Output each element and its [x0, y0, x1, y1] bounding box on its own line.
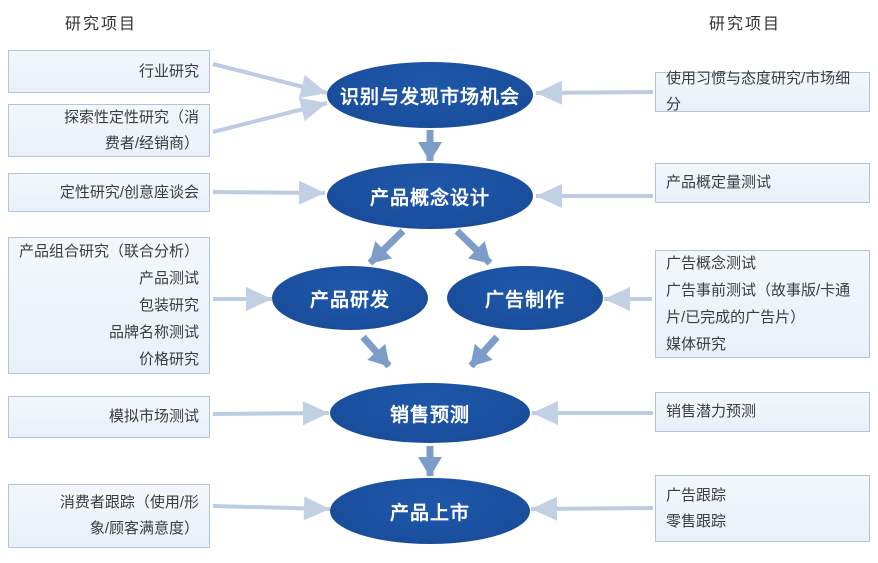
arrow-simtest-to-forecast — [212, 401, 330, 426]
arrow-qualitative-to-concept — [212, 180, 326, 205]
arrow-development-to-forecast — [360, 334, 392, 369]
stage-product-launch: 产品上市 — [330, 478, 530, 544]
left-box-exploratory-qualitative: 探索性定性研究（消 费者/经销商） — [8, 104, 210, 157]
left-box-industry-research: 行业研究 — [8, 50, 210, 93]
left-box-product-mix-research: 产品组合研究（联合分析） 产品测试 包装研究 品牌名称测试 价格研究 — [8, 237, 210, 374]
right-box-concept-quant-test: 产品概定量测试 — [655, 163, 870, 203]
left-box-consumer-tracking: 消费者跟踪（使用/形 象/顾客满意度） — [8, 484, 210, 548]
right-box-ad-retail-tracking: 广告跟踪 零售跟踪 — [655, 475, 870, 542]
arrow-industry-to-opportunity — [212, 62, 328, 99]
arrow-exploratory-to-opportunity — [212, 97, 328, 134]
arrow-concept-to-adproduction — [454, 228, 493, 266]
stage-ad-production: 广告制作 — [447, 266, 603, 330]
stage-sales-forecast: 销售预测 — [330, 383, 530, 443]
right-box-ad-research: 广告概念测试 广告事前测试（故事版/卡通 片/已完成的广告片） 媒体研究 — [655, 250, 870, 358]
arrow-adtracking-to-launch — [530, 496, 654, 521]
arrow-tracking-to-launch — [212, 496, 331, 521]
arrow-usage-to-opportunity — [535, 80, 654, 105]
right-column-header: 研究项目 — [708, 16, 781, 33]
stage-product-concept-design: 产品概念设计 — [327, 163, 533, 229]
left-box-simulated-market-test: 模拟市场测试 — [8, 396, 210, 438]
arrow-adproduction-to-forecast — [468, 334, 500, 369]
left-column-header: 研究项目 — [64, 16, 137, 33]
arrow-concept-to-development — [367, 228, 406, 266]
stage-identify-market-opportunity: 识别与发现市场机会 — [327, 62, 533, 128]
right-box-sales-potential-forecast: 销售潜力预测 — [655, 392, 870, 432]
right-box-usage-attitude-research: 使用习惯与态度研究/市场细分 — [655, 70, 870, 113]
left-box-qualitative-brainstorm: 定性研究/创意座谈会 — [8, 173, 210, 212]
stage-product-development: 产品研发 — [272, 266, 428, 330]
